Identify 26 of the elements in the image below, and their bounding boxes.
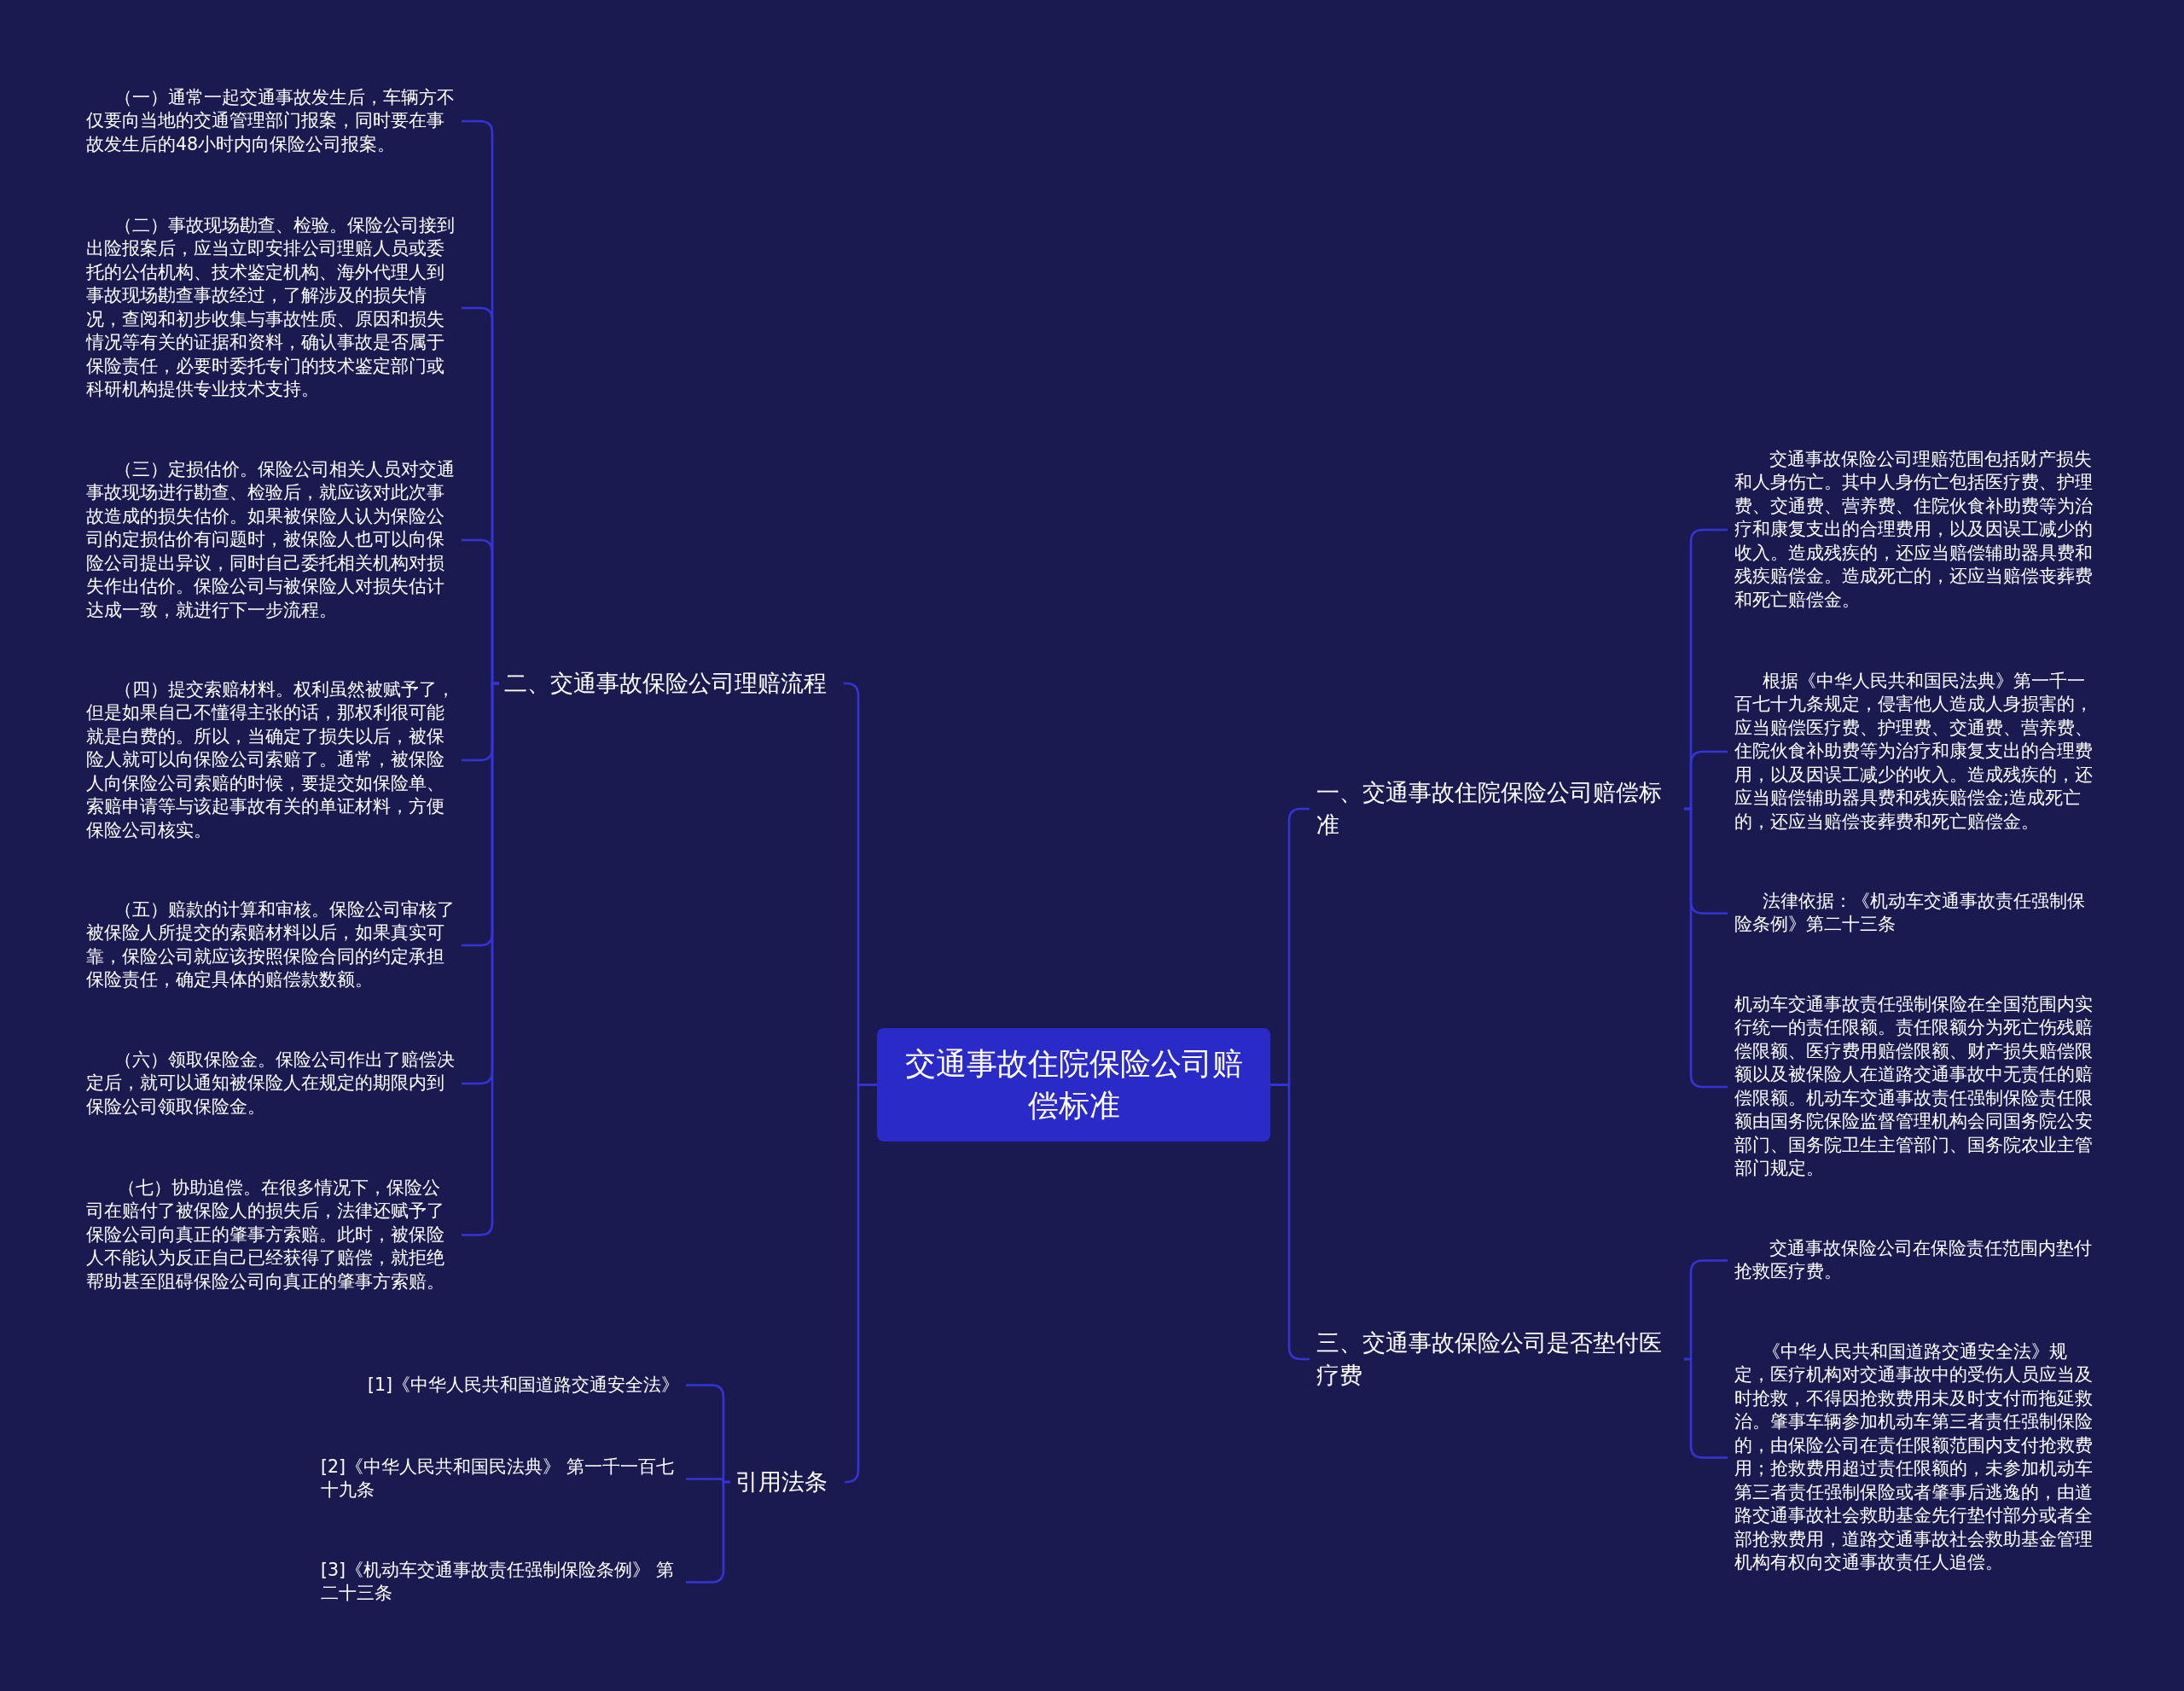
branch-topic: 引用法条 (735, 1466, 838, 1498)
connector-line (686, 1480, 730, 1583)
connector-line (1684, 1357, 1728, 1459)
topic-text: （七）协助追偿。在很多情况下，保险公司在赔付了被保险人的损失后，法律还赋予了保险公司向真正的肇事方索赔。此时，被保险人不能认为反正自己已经获得了赔偿，就拒绝帮助甚至阻碍保险公司向真正的肇事方索赔。 (86, 1177, 455, 1294)
topic-text: （三）定损估价。保险公司相关人员对交通事故现场进行勘查、检验后，就应该对此次事故造成的损失估价。如果被保险人认为保险公司的定损估价有问题时，被保险人也可以向保险公司提出异议，同时自己委托相关机构对损失作出估价。保险公司与被保险人对损失估计达成一致，就进行下一步流程。 (86, 458, 455, 623)
topic-text: （二）事故现场勘查、检验。保险公司接到出险报案后，应当立即安排公司理赔人员或委托的公估机构、技术鉴定机构、海外代理人到事故现场勘查事故经过，了解涉及的损失情况，查阅和初步收集与事故性质、原因和损失情况等有关的证据和资料，确认事故是否属于保险责任，必要时委托专门的技术鉴定部门或科研机构提供专业技术支持。 (86, 214, 455, 402)
topic-text: [2]《中华人民共和国民法典》 第一千一百七十九条 (321, 1456, 679, 1502)
connector-line (844, 1084, 877, 1484)
topic-text: 交通事故保险公司理赔范围包括财产损失和人身伤亡。其中人身伤亡包括医疗费、护理费、交通费、营养费、住院伙食补助费等为治疗和康复支出的合理费用，以及因误工减少的收入。造成残疾的，还应当赔偿辅助器具费和残疾赔偿金。造成死亡的，还应当赔偿丧葬费和死亡赔偿金。 (1734, 448, 2101, 613)
topic-text: 交通事故保险公司在保险责任范围内垫付抢救医疗费。 (1734, 1237, 2101, 1284)
central-topic-box: 交通事故住院保险公司赔偿标准 (877, 1028, 1270, 1142)
topic-text: 根据《中华人民共和国民法典》第一千一百七十九条规定，侵害他人造成人身损害的，应当赔偿医疗费、护理费、交通费、营养费、住院伙食补助费等为治疗和康复支出的合理费用，以及因误工减少的收入。造成残疾的，还应当赔偿辅助器具费和残疾赔偿金;造成死亡的，还应当赔偿丧葬费和死亡赔偿金。 (1734, 670, 2101, 834)
branch-topic: 一、交通事故住院保险公司赔偿标准 (1316, 776, 1679, 841)
topic-text: 法律依据：《机动车交通事故责任强制保险条例》第二十三条 (1734, 890, 2101, 937)
topic-text: 机动车交通事故责任强制保险在全国范围内实行统一的责任限额。责任限额分为死亡伤残赔偿限额、医疗费用赔偿限额、财产损失赔偿限额以及被保险人在道路交通事故中无责任的赔偿限额。机动车交通事故责任强制保险责任限额由国务院保险监督管理机构会同国务院公安部门、国务院卫生主管部门、国务院农业主管部门规定。 (1734, 993, 2101, 1181)
topic-text: [3]《机动车交通事故责任强制保险条例》 第二十三条 (321, 1559, 679, 1606)
topic-text: 《中华人民共和国道路交通安全法》规定，医疗机构对交通事故中的受伤人员应当及时抢救，不得因抢救费用未及时支付而拖延救治。肇事车辆参加机动车第三者责任强制保险的，由保险公司在责任限额范围内支付抢救费用；抢救费用超过责任限额的，未参加机动车第三者责任强制保险或者肇事后逃逸的，由道路交通事故社会救助基金先行垫付部分或者全部抢救费用，道路交通事故社会救助基金管理机构有权向交通事故责任人追偿。 (1734, 1340, 2101, 1575)
connector-line (462, 682, 499, 1236)
topic-text: （六）领取保险金。保险公司作出了赔偿决定后，就可以通知被保险人在规定的期限内到保险公司领取保险金。 (86, 1049, 455, 1119)
branch-topic: 三、交通事故保险公司是否垫付医疗费 (1316, 1327, 1679, 1392)
branch-topic: 二、交通事故保险公司理赔流程 (504, 667, 837, 700)
topic-text: （四）提交索赔材料。权利虽然被赋予了，但是如果自己不懂得主张的话，那权利很可能就是白费的。所以，当确定了损失以后，被保险人就可以向保险公司索赔了。通常，被保险人向保险公司索赔的时候，要提交如保险单、索赔申请等与该起事故有关的单证材料，方便保险公司核实。 (86, 678, 455, 843)
topic-text: （五）赔款的计算和审核。保险公司审核了被保险人所提交的索赔材料以后，如果真实可靠，保险公司就应该按照保险合同的约定承担保险责任，确定具体的赔偿款数额。 (86, 898, 455, 992)
topic-text: [1]《中华人民共和国道路交通安全法》 (321, 1374, 679, 1398)
topic-text: （一）通常一起交通事故发生后，车辆方不仅要向当地的交通管理部门报案，同时要在事故发生后的48小时内向保险公司报案。 (86, 86, 455, 157)
connector-line (1684, 807, 1728, 1089)
